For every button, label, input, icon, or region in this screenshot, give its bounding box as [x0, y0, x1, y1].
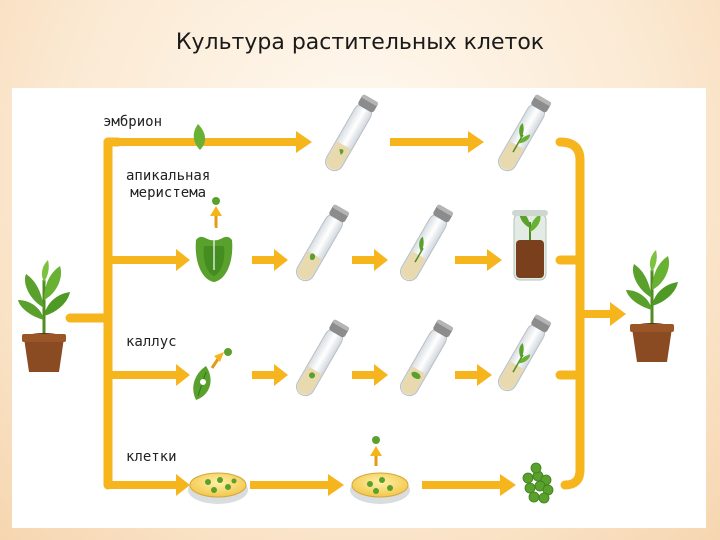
jar-with-plantlet-icon — [512, 210, 548, 281]
regenerated-plant-icon — [624, 248, 680, 364]
label-embryo: эмбрион — [103, 114, 163, 130]
source-plant-icon — [16, 258, 72, 374]
label-cells: клетки — [126, 449, 177, 465]
page-title: Культура растительных клеток — [175, 30, 545, 55]
callus-explant-icon — [193, 348, 232, 400]
right-merge-lines — [555, 137, 585, 490]
label-callus: каллус — [126, 334, 177, 350]
cell-cluster-icon — [522, 462, 554, 504]
right-output-arrow — [580, 302, 626, 326]
test-tube-icon — [396, 203, 455, 285]
test-tube-icon — [292, 203, 351, 285]
test-tube-icon — [292, 318, 351, 400]
petri-dish-icon — [188, 472, 248, 504]
label-meristem-line2: меристема — [130, 185, 207, 201]
left-branch-lines — [65, 137, 123, 490]
embryo-explant-icon — [193, 124, 206, 150]
label-meristem-line1: апикальная — [126, 168, 211, 184]
diagram-panel — [12, 88, 706, 528]
meristem-explant-icon — [195, 197, 233, 282]
test-tube-icon — [321, 93, 380, 175]
test-tube-icon — [396, 318, 455, 400]
test-tube-icon — [494, 313, 553, 395]
petri-dish-icon — [350, 436, 410, 504]
test-tube-icon — [494, 93, 553, 175]
label-apical-meristem: апикальная меристема — [126, 168, 210, 202]
row-arrows — [250, 131, 516, 496]
